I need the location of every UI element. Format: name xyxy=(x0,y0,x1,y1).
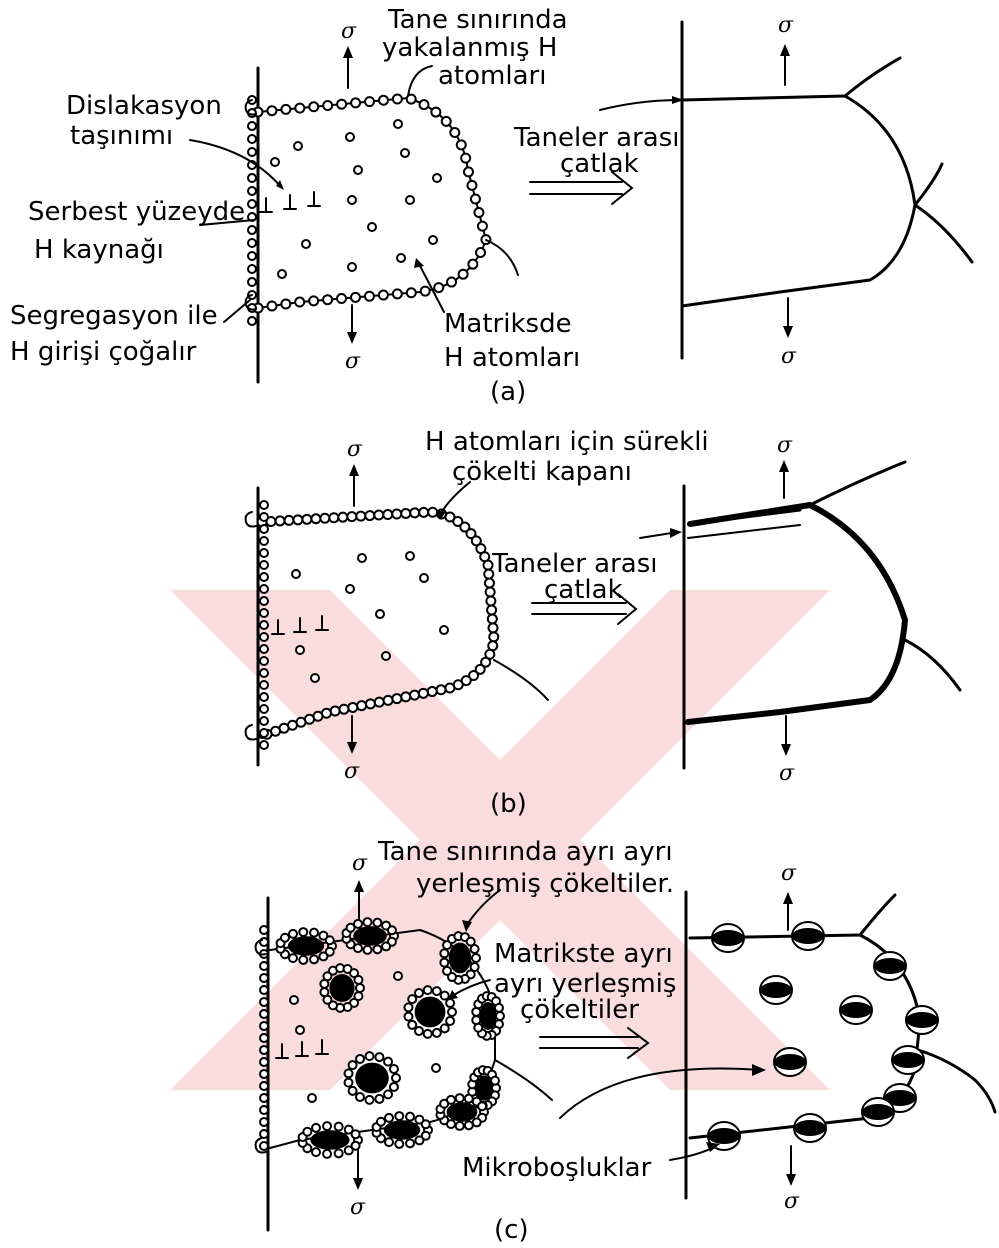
panel-a: σ σ σ xyxy=(10,5,972,407)
svg-text:σ: σ xyxy=(350,1195,366,1220)
stress-arrow-bottom-result: σ xyxy=(779,716,795,786)
surface-h-atoms xyxy=(248,96,256,325)
precipitate-cluster xyxy=(373,1112,432,1148)
precipitate-cluster xyxy=(320,964,364,1012)
label-microvoids: Mikroboşluklar xyxy=(462,1153,652,1183)
microvoid xyxy=(712,924,744,952)
label-matrix-2: H atomları xyxy=(444,343,580,373)
svg-text:σ: σ xyxy=(778,13,794,38)
label-segregation-1: Segregasyon ile xyxy=(10,301,218,331)
svg-text:σ: σ xyxy=(347,437,363,462)
surface-h-atoms xyxy=(260,501,268,749)
microvoid xyxy=(774,1048,806,1076)
label-boundary-2: yerleşmiş çökeltiler. xyxy=(416,869,674,899)
microvoid xyxy=(874,952,906,980)
label-boundary-1: Tane sınırında ayrı ayrı xyxy=(377,837,673,867)
microvoid xyxy=(840,996,872,1024)
label-trapped-2: yakalanmış H xyxy=(382,33,557,63)
caption-a: (a) xyxy=(490,377,526,407)
label-crack-2: çatlak xyxy=(544,575,623,605)
stress-arrow-top-result: σ xyxy=(778,13,794,85)
label-trapped-3: atomları xyxy=(438,61,546,91)
caption-b: (b) xyxy=(490,789,527,819)
label-trapped-1: Tane sınırında xyxy=(387,5,568,35)
svg-text:σ: σ xyxy=(344,759,360,784)
svg-text:σ: σ xyxy=(345,349,361,374)
dislocation-symbols xyxy=(260,192,320,212)
label-dislocation-2: taşınımı xyxy=(70,121,173,151)
microvoid xyxy=(892,1046,924,1074)
svg-text:σ: σ xyxy=(777,433,793,458)
intergranular-crack xyxy=(682,96,915,306)
svg-text:σ: σ xyxy=(784,1189,800,1214)
stress-arrow-top: σ xyxy=(341,19,357,88)
label-free-surface-2: H kaynağı xyxy=(34,235,164,265)
svg-text:σ: σ xyxy=(781,861,797,886)
microvoid xyxy=(794,1114,826,1142)
caption-c: (c) xyxy=(494,1215,529,1245)
microvoid xyxy=(862,1098,894,1126)
stress-arrow-bottom: σ xyxy=(350,1150,366,1220)
stress-arrow-bottom: σ xyxy=(345,305,361,374)
svg-text:σ: σ xyxy=(781,344,797,369)
label-segregation-2: H girişi çoğalır xyxy=(10,337,197,367)
microvoid xyxy=(906,1006,938,1034)
svg-text:σ: σ xyxy=(779,761,795,786)
precipitate-cluster xyxy=(436,1094,488,1130)
precipitate-cluster xyxy=(472,992,504,1040)
label-matrix-1: Matriksde xyxy=(444,309,572,339)
label-dislocation-1: Dislakasyon xyxy=(66,91,222,121)
label-matrix-1: Matrikste ayrı xyxy=(494,939,673,969)
label-trap-2: çökelti kapanı xyxy=(452,457,632,487)
stress-arrow-bottom-result: σ xyxy=(784,1146,800,1214)
label-crack-2: çatlak xyxy=(560,149,639,179)
label-matrix-3: çökeltiler xyxy=(520,995,639,1025)
stress-arrow-top: σ xyxy=(347,437,363,506)
stress-arrow-top-result: σ xyxy=(777,433,793,498)
precipitate-cluster xyxy=(299,1122,362,1158)
label-free-surface-1: Serbest yüzeyde xyxy=(28,197,245,227)
crack-branches xyxy=(860,895,995,1112)
svg-text:σ: σ xyxy=(352,851,368,876)
microvoid xyxy=(760,976,792,1004)
precipitate-cluster xyxy=(277,928,336,964)
label-trap-1: H atomları için sürekli xyxy=(425,427,709,457)
matrix-h-atoms xyxy=(271,120,441,278)
stress-arrow-bottom-result: σ xyxy=(781,298,797,369)
microvoid xyxy=(792,922,824,950)
svg-text:σ: σ xyxy=(341,19,357,44)
stress-arrow-top-result: σ xyxy=(781,861,797,930)
